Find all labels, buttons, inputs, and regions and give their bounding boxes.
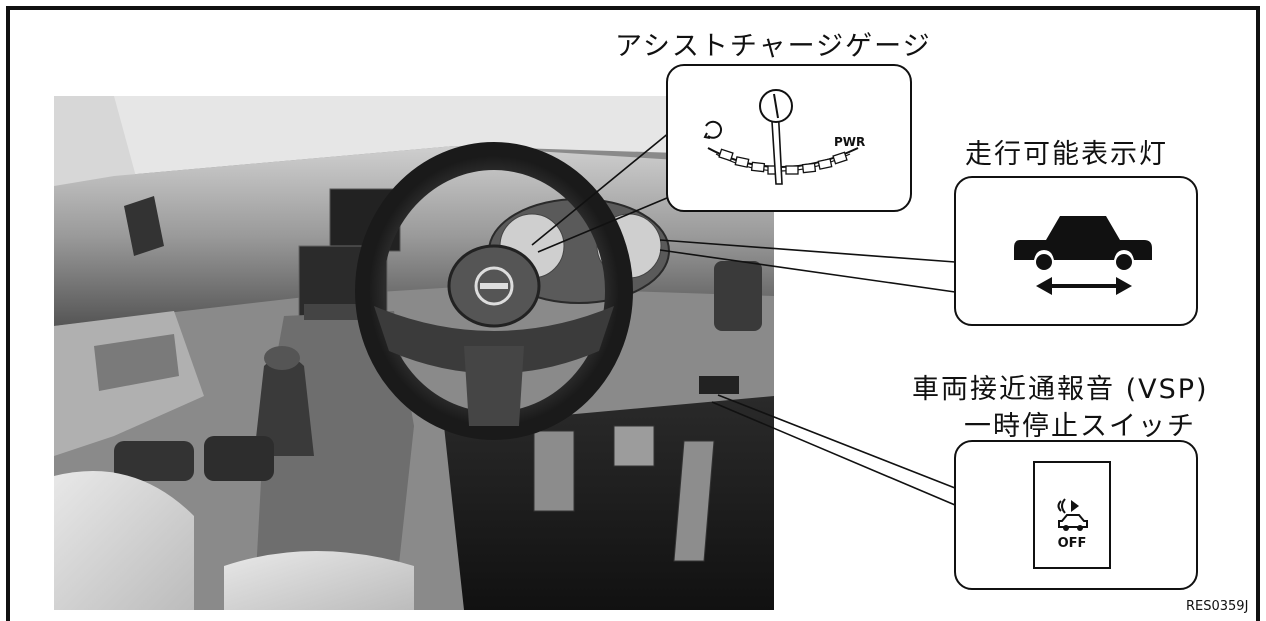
brake-pedal <box>613 425 655 467</box>
label-ready-indicator: 走行可能表示灯 <box>965 139 1168 170</box>
left-seat <box>54 471 194 610</box>
frame-left-border <box>6 6 10 621</box>
vsp-switch-location <box>699 376 739 394</box>
gauge-pwr-label: PWR <box>834 135 865 149</box>
callout-ready-indicator <box>954 176 1198 326</box>
right-vent <box>714 261 762 331</box>
label-vsp-line2: 一時停止スイッチ <box>964 411 1196 442</box>
car-ready-to-drive-icon <box>1014 216 1152 295</box>
shifter <box>254 356 314 456</box>
frame-top-border <box>6 6 1260 10</box>
callout-assist-charge-gauge: PWR <box>666 64 912 212</box>
label-vsp-line1: 車両接近通報音 (VSP) <box>912 374 1209 405</box>
assist-charge-gauge-icon: PWR <box>703 89 865 185</box>
cockpit-illustration <box>54 96 774 610</box>
vsp-switch-button: OFF <box>1033 461 1111 569</box>
vsp-sound-off-icon: OFF <box>1057 498 1088 551</box>
frame-right-border <box>1256 6 1260 621</box>
figure-id: RES0359J <box>1186 599 1249 614</box>
accelerator-pedal <box>673 440 715 562</box>
right-seat <box>224 551 414 610</box>
callout-vsp-switch: OFF <box>954 440 1198 590</box>
brake-pedal-left <box>533 430 575 512</box>
vsp-off-label: OFF <box>1058 536 1087 551</box>
label-assist-charge-gauge: アシストチャージゲージ <box>615 31 932 62</box>
